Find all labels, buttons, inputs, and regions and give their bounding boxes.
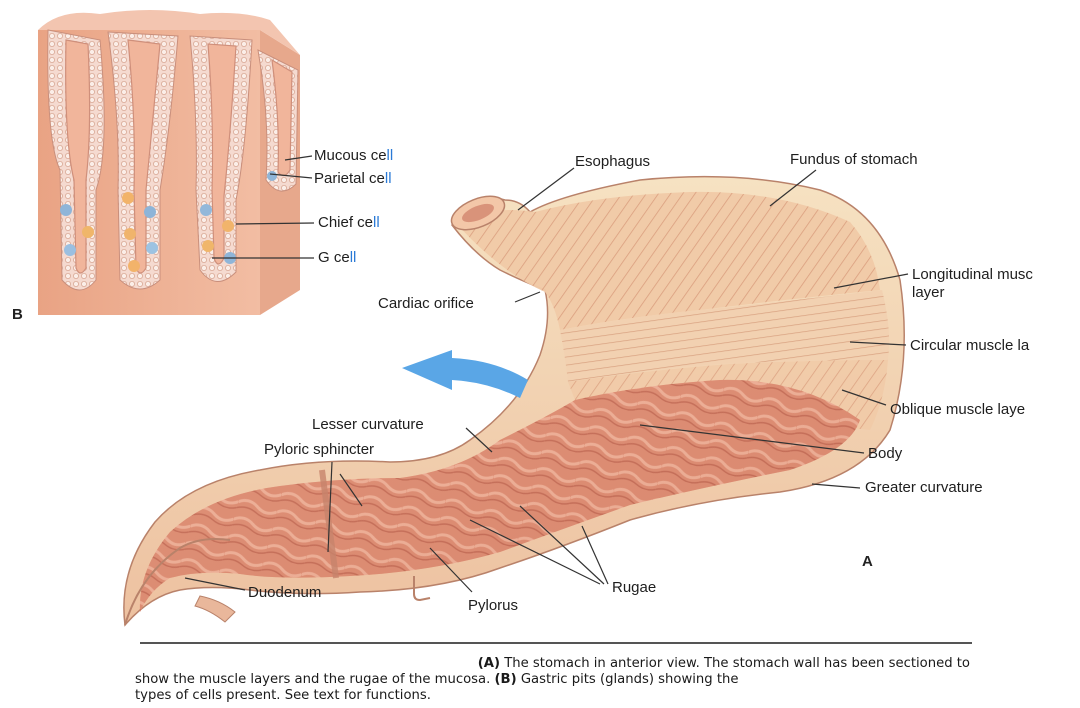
label-pyloric-sphincter: Pyloric sphincter [264, 441, 374, 459]
label-parietal-cell: Parietal cell [314, 170, 392, 188]
label-chief-cell: Chief cell [318, 214, 380, 232]
panel-a-letter: A [862, 553, 873, 570]
label-cardiac-orifice: Cardiac orifice [378, 295, 474, 313]
gastric-pits-illustration [38, 10, 314, 315]
label-greater-curvature: Greater curvature [865, 479, 983, 497]
label-body: Body [868, 445, 902, 463]
label-duodenum: Duodenum [248, 584, 321, 602]
caption-divider [140, 642, 972, 644]
label-mucous-cell: Mucous cell [314, 147, 393, 165]
label-fundus: Fundus of stomach [790, 151, 918, 169]
label-circular-layer: Circular muscle la [910, 337, 1029, 355]
label-longitudinal-layer: Longitudinal musc [912, 266, 1033, 284]
label-g-cell: G cell [318, 249, 356, 267]
direction-arrow-icon [402, 350, 528, 398]
label-lesser-curvature: Lesser curvature [312, 416, 424, 434]
figure-caption: (A) The stomach in anterior view. The st… [135, 656, 970, 704]
label-longitudinal-layer-2: layer [912, 284, 945, 302]
label-esophagus: Esophagus [575, 153, 650, 171]
label-rugae: Rugae [612, 579, 656, 597]
label-oblique-layer: Oblique muscle laye [890, 401, 1025, 419]
panel-b-letter: B [12, 306, 23, 323]
label-pylorus: Pylorus [468, 597, 518, 615]
